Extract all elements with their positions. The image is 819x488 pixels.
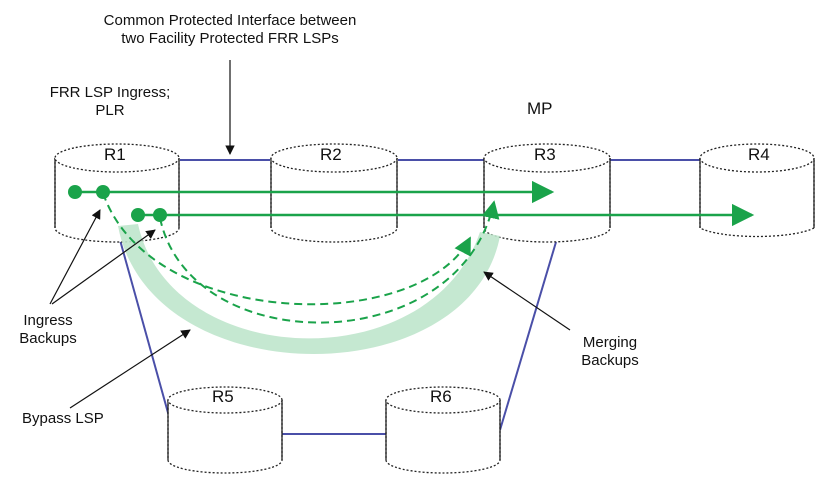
- ingress-backups-label: Ingress Backups: [8, 312, 88, 348]
- ingress-backups-line-1: Ingress: [23, 312, 73, 329]
- ingress-dot-2b: [153, 208, 167, 222]
- callout-bypass-lsp: [69, 329, 191, 409]
- router-r6[interactable]: [385, 386, 501, 474]
- link-r6-r3: [499, 241, 557, 431]
- callout-ingress-backups-1: [49, 209, 101, 305]
- link-r1-r5: [119, 239, 171, 421]
- ingress-plr-line-2: PLR: [95, 102, 125, 119]
- bypass-lsp-band: [118, 224, 500, 355]
- router-r4-label: R4: [748, 145, 770, 164]
- ingress-backup-path-1: [102, 192, 471, 306]
- router-r1-label: R1: [104, 145, 126, 164]
- callout-merging-backups: [483, 271, 571, 331]
- router-r2[interactable]: [270, 143, 398, 243]
- ingress-backups-line-2: Backups: [19, 330, 77, 347]
- mp-label: MP: [527, 99, 553, 118]
- router-r5[interactable]: [167, 386, 283, 474]
- router-r1[interactable]: [54, 143, 180, 243]
- merging-backups-label: Merging Backups: [560, 334, 660, 370]
- merging-backups-line-1: Merging: [582, 334, 638, 351]
- merging-backups-line-2: Backups: [581, 352, 639, 369]
- links: [119, 159, 700, 435]
- common-interface-line-1: Common Protected Interface between: [103, 12, 357, 29]
- router-r3-label: R3: [534, 145, 556, 164]
- router-r5-label: R5: [212, 387, 234, 406]
- ingress-plr-line-1: FRR LSP Ingress;: [49, 84, 171, 101]
- bypass-lsp-label: Bypass LSP: [22, 410, 104, 427]
- ingress-plr-label: FRR LSP Ingress; PLR: [30, 84, 190, 120]
- ingress-dot-1a: [68, 185, 82, 199]
- router-r2-label: R2: [320, 145, 342, 164]
- ingress-dot-2a: [131, 208, 145, 222]
- common-interface-line-2: two Facility Protected FRR LSPs: [121, 30, 339, 47]
- ingress-dot-1b: [96, 185, 110, 199]
- common-interface-label: Common Protected Interface between two F…: [60, 12, 400, 48]
- callout-ingress-backups-2: [51, 229, 156, 305]
- router-r4[interactable]: [699, 143, 815, 238]
- ingress-backup-path-2: [159, 200, 500, 324]
- router-r6-label: R6: [430, 387, 452, 406]
